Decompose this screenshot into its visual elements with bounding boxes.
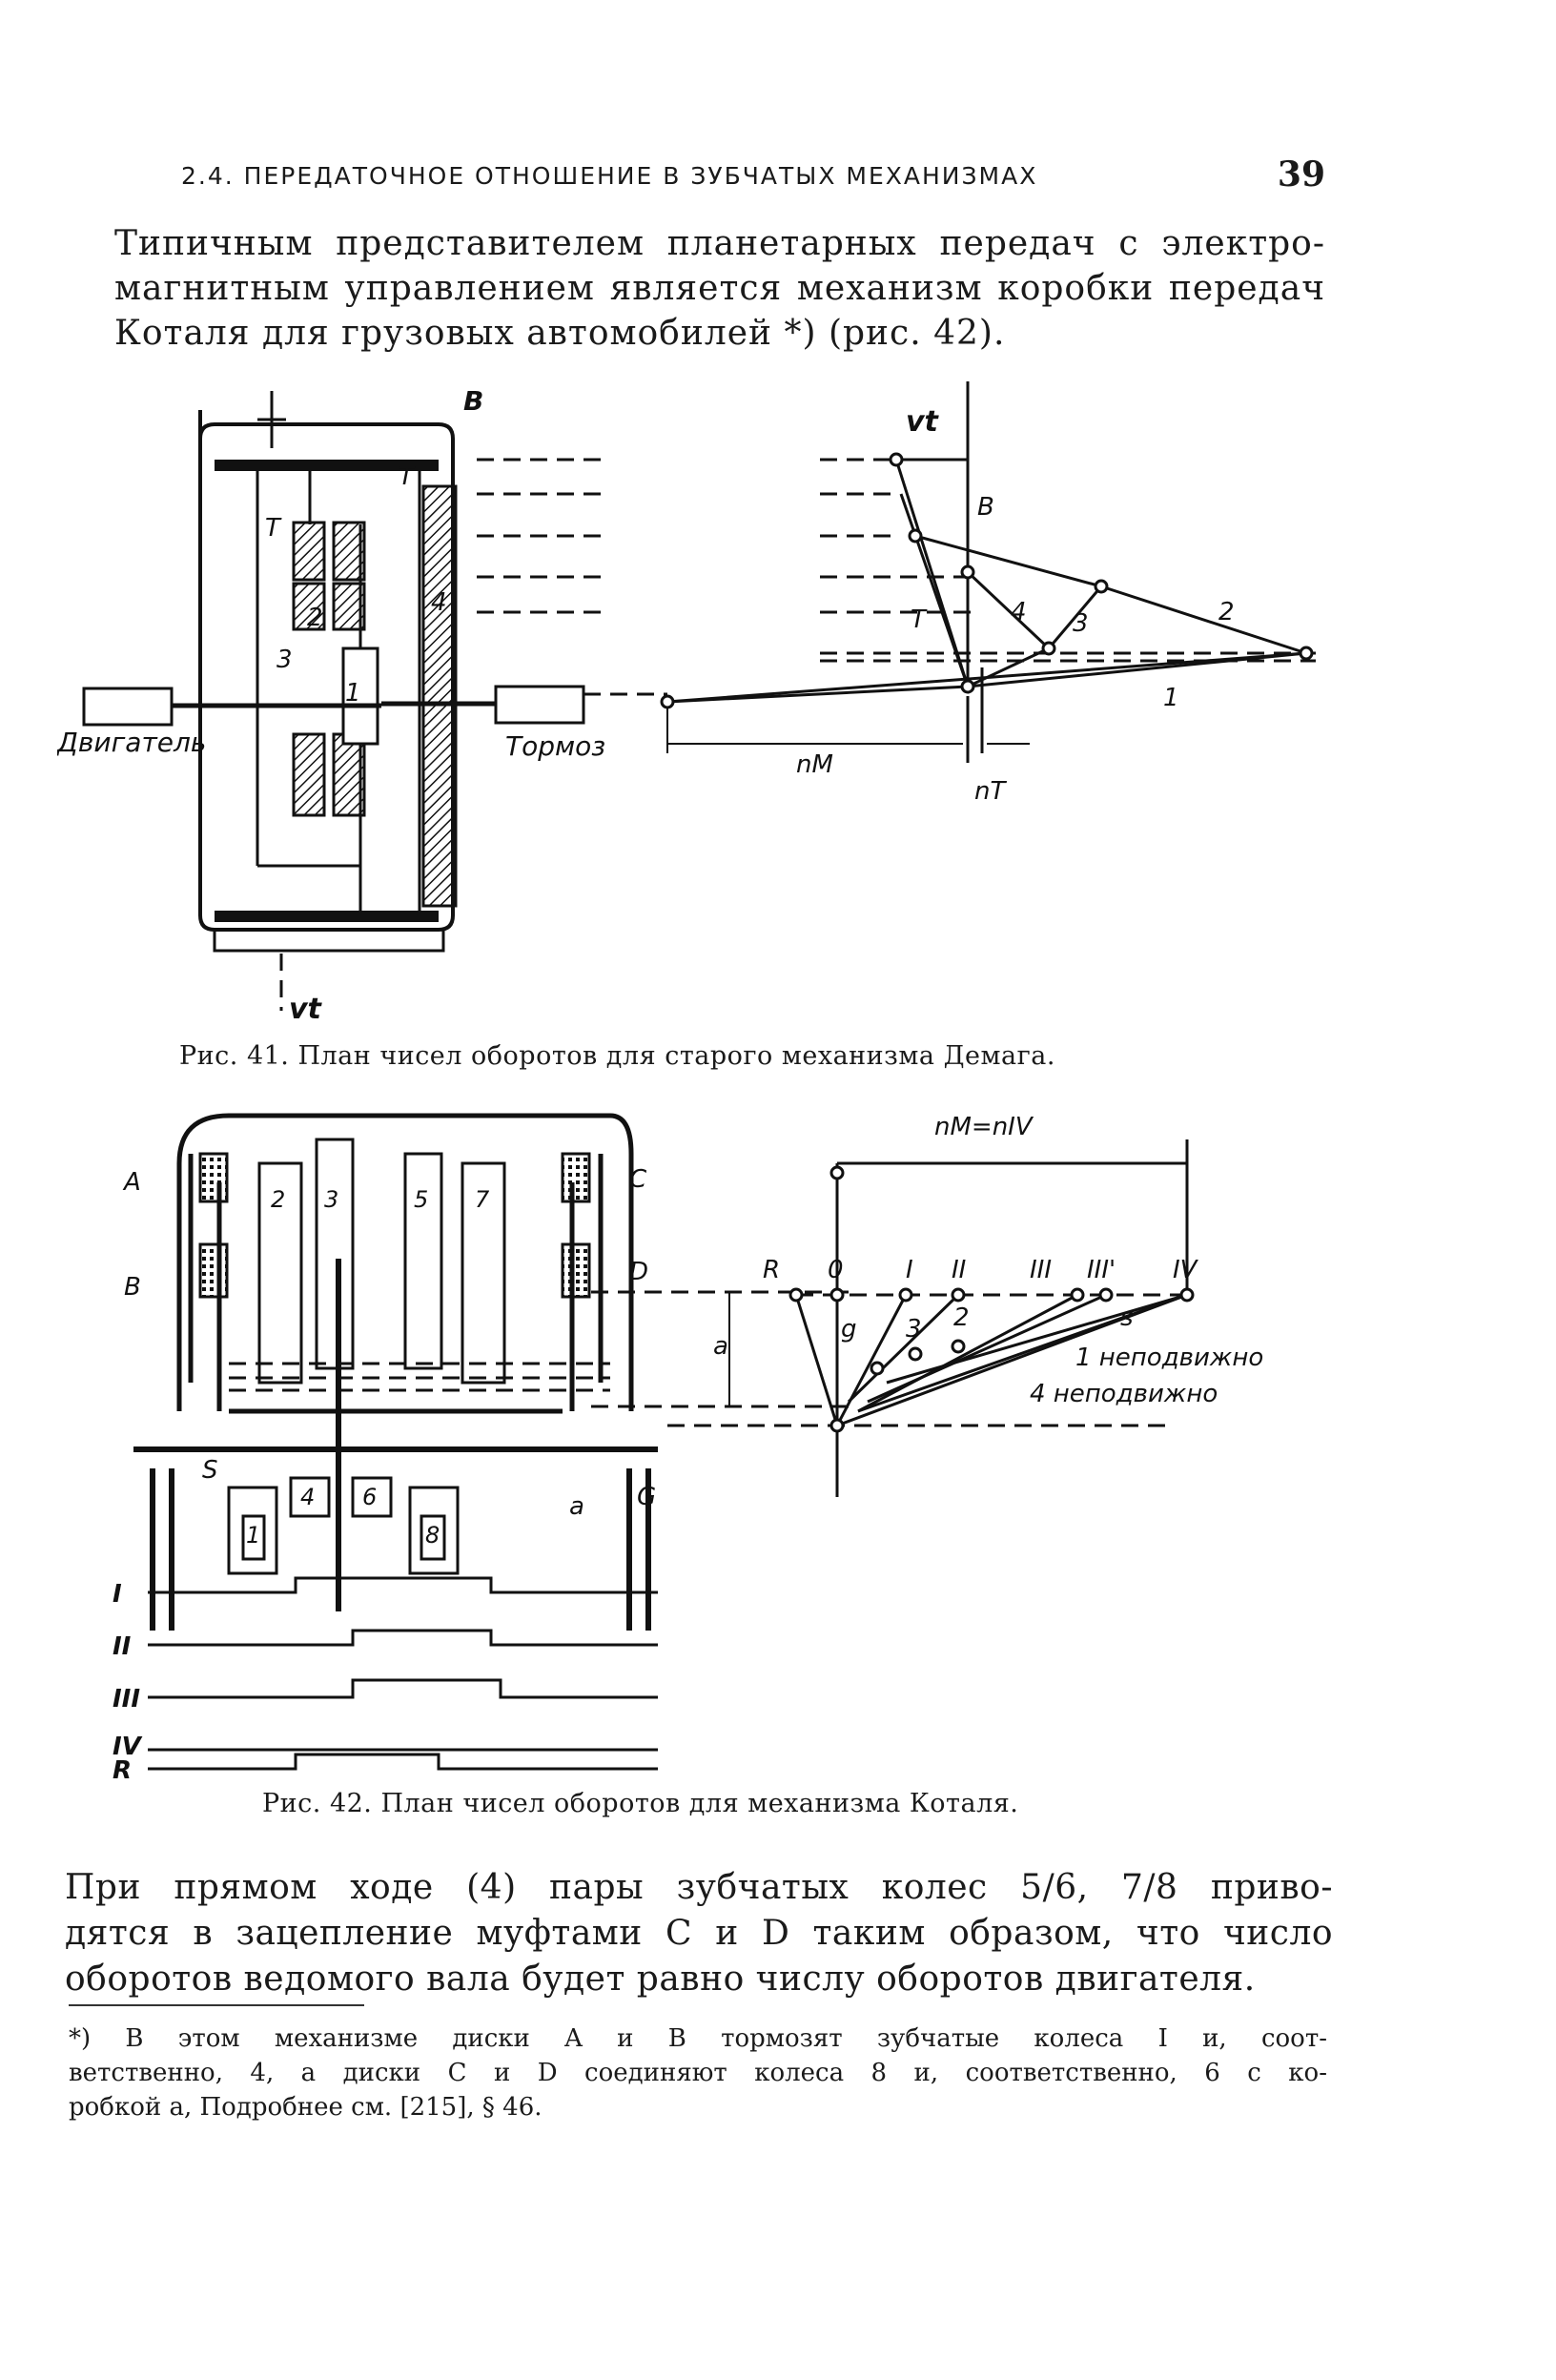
plan-label-s: s	[1120, 1303, 1134, 1332]
fig41-label-4: 4	[431, 588, 447, 617]
engine-block	[82, 687, 174, 727]
label-c: С	[629, 1165, 647, 1194]
engine-label: Двигатель	[57, 727, 206, 758]
label-b: В	[124, 1273, 141, 1302]
gearbox-housing	[198, 391, 455, 953]
figure-41: Двигатель Тормоз В Т Т 1 2 3 4 vt vt В Т…	[57, 381, 1316, 1026]
gear-row-iii: III	[113, 1685, 140, 1713]
running-header: 2.4. ПЕРЕДАТОЧНОЕ ОТНОШЕНИЕ В ЗУБЧАТЫХ М…	[181, 154, 1325, 200]
kotal-housing	[176, 1113, 634, 1414]
intro-line: магнитным управлением является механизм …	[114, 269, 1325, 308]
footnote-line: робкой a, Подробнее см. [215], § 46.	[69, 2093, 543, 2122]
brake-label: Тормоз	[505, 730, 605, 762]
plan-label-iii-prime: III'	[1087, 1256, 1116, 1284]
shift-diagram	[148, 1576, 658, 1771]
kotal-plan	[794, 1139, 1189, 1497]
vt-top-label: vt	[906, 405, 940, 439]
projection-lines	[279, 458, 1316, 1011]
footnote-line: ветственно, 4, а диски C и D соединяют к…	[69, 2059, 1327, 2087]
figure-42: А В С D S a G 2 3 5 7 1 4 6 8 a nM=nIV R…	[113, 1113, 1263, 1783]
plan-label-2: 2	[1218, 598, 1235, 626]
page-number: 39	[1277, 154, 1325, 195]
intro-paragraph: Типичным представителем планетарных пере…	[114, 221, 1325, 356]
plan-label-t: Т	[911, 605, 928, 634]
fig41-label-2: 2	[307, 604, 323, 632]
gear-wheels	[257, 1138, 506, 1385]
section-title: 2.4. ПЕРЕДАТОЧНОЕ ОТНОШЕНИЕ В ЗУБЧАТЫХ М…	[181, 162, 1038, 190]
lower-gears	[227, 1476, 460, 1575]
fig41-label-b: В	[463, 385, 483, 417]
kotal-projection	[229, 1290, 1173, 1427]
fixed-1-label: 1 неподвижно	[1075, 1344, 1263, 1372]
footnote: *) В этом механизме диски A и B тормозят…	[69, 2021, 1327, 2124]
plan-label-4: 4	[1011, 598, 1027, 626]
fig41-label-3: 3	[276, 646, 293, 674]
gear-row-ii: II	[113, 1632, 132, 1661]
wheel-7: 7	[475, 1186, 490, 1213]
plan-label-g: g	[841, 1315, 857, 1344]
ring-gear-top	[215, 460, 439, 471]
plan-label-ii: II	[952, 1256, 966, 1284]
main-line: оборотов ведомого вала будет равно числу…	[65, 1959, 1256, 1999]
wheel-5: 5	[414, 1186, 428, 1213]
figure-42-caption: Рис. 42. План чисел оборотов для механиз…	[262, 1789, 1019, 1818]
vt-bottom-label: vt	[289, 993, 323, 1026]
wheel-3: 3	[324, 1186, 338, 1213]
brake-block	[494, 685, 585, 725]
figure-41-caption: Рис. 41. План чисел оборотов для старого…	[179, 1041, 1055, 1071]
wheel-4: 4	[300, 1484, 315, 1510]
kotal-nodes	[788, 1165, 1195, 1433]
velocity-plan	[666, 381, 1307, 763]
wheel-2: 2	[271, 1186, 285, 1213]
nm-label: nM	[796, 750, 833, 779]
label-d: D	[629, 1258, 648, 1286]
fig41-label-t-left: Т	[265, 514, 282, 543]
gear-row-r: R	[113, 1756, 132, 1783]
label-a-box: a	[569, 1492, 584, 1521]
main-line: При прямом ходе (4) пары зубчатых колес …	[65, 1868, 1333, 1907]
plan-label-b: В	[977, 493, 994, 522]
intro-line: Типичным представителем планетарных пере…	[114, 224, 1325, 263]
nt-label: nT	[974, 777, 1007, 806]
plan-label-r: R	[763, 1256, 780, 1284]
dimension-lines	[666, 702, 1030, 753]
main-line: дятся в зацепление муфтами С и D таким о…	[65, 1914, 1333, 1953]
plan-label-1: 1	[1163, 684, 1179, 712]
plan-label-2: 2	[953, 1303, 970, 1332]
wheel-6: 6	[362, 1484, 377, 1510]
label-s: S	[202, 1456, 218, 1485]
plan-label-a: a	[713, 1332, 728, 1361]
plan-nodes	[660, 452, 1314, 709]
gear-row-i: I	[113, 1580, 122, 1609]
main-paragraph: При прямом ходе (4) пары зубчатых колес …	[65, 1865, 1333, 2002]
main-shaft	[172, 701, 496, 708]
label-g: G	[637, 1483, 656, 1511]
intro-line: Коталя для грузовых автомобилей *) (рис.…	[114, 314, 1006, 353]
footnote-rule	[69, 2004, 364, 2006]
label-a: А	[122, 1168, 141, 1197]
wheel-1: 1	[246, 1522, 260, 1549]
clutch-discs	[198, 1152, 591, 1299]
plan-label-0: 0	[828, 1256, 844, 1284]
plan-label-3: 3	[1073, 609, 1089, 638]
wheel-8: 8	[425, 1522, 440, 1549]
planet-gears	[292, 484, 458, 908]
plan-label-3: 3	[906, 1315, 922, 1344]
fig41-label-1: 1	[345, 679, 361, 708]
plan-label-i: I	[906, 1256, 913, 1284]
plan-label-iii: III	[1030, 1256, 1052, 1284]
kotal-shaft	[133, 1259, 658, 1631]
nm-niv-label: nM=nIV	[934, 1113, 1034, 1141]
footnote-line: *) В этом механизме диски A и B тормозят…	[69, 2024, 1327, 2053]
plan-label-iv: IV	[1173, 1256, 1199, 1284]
fixed-4-label: 4 неподвижно	[1030, 1380, 1218, 1408]
gear-row-iv: IV	[113, 1733, 143, 1761]
ring-gear-bottom	[215, 911, 439, 922]
fig41-label-t-top: Т	[399, 462, 416, 491]
